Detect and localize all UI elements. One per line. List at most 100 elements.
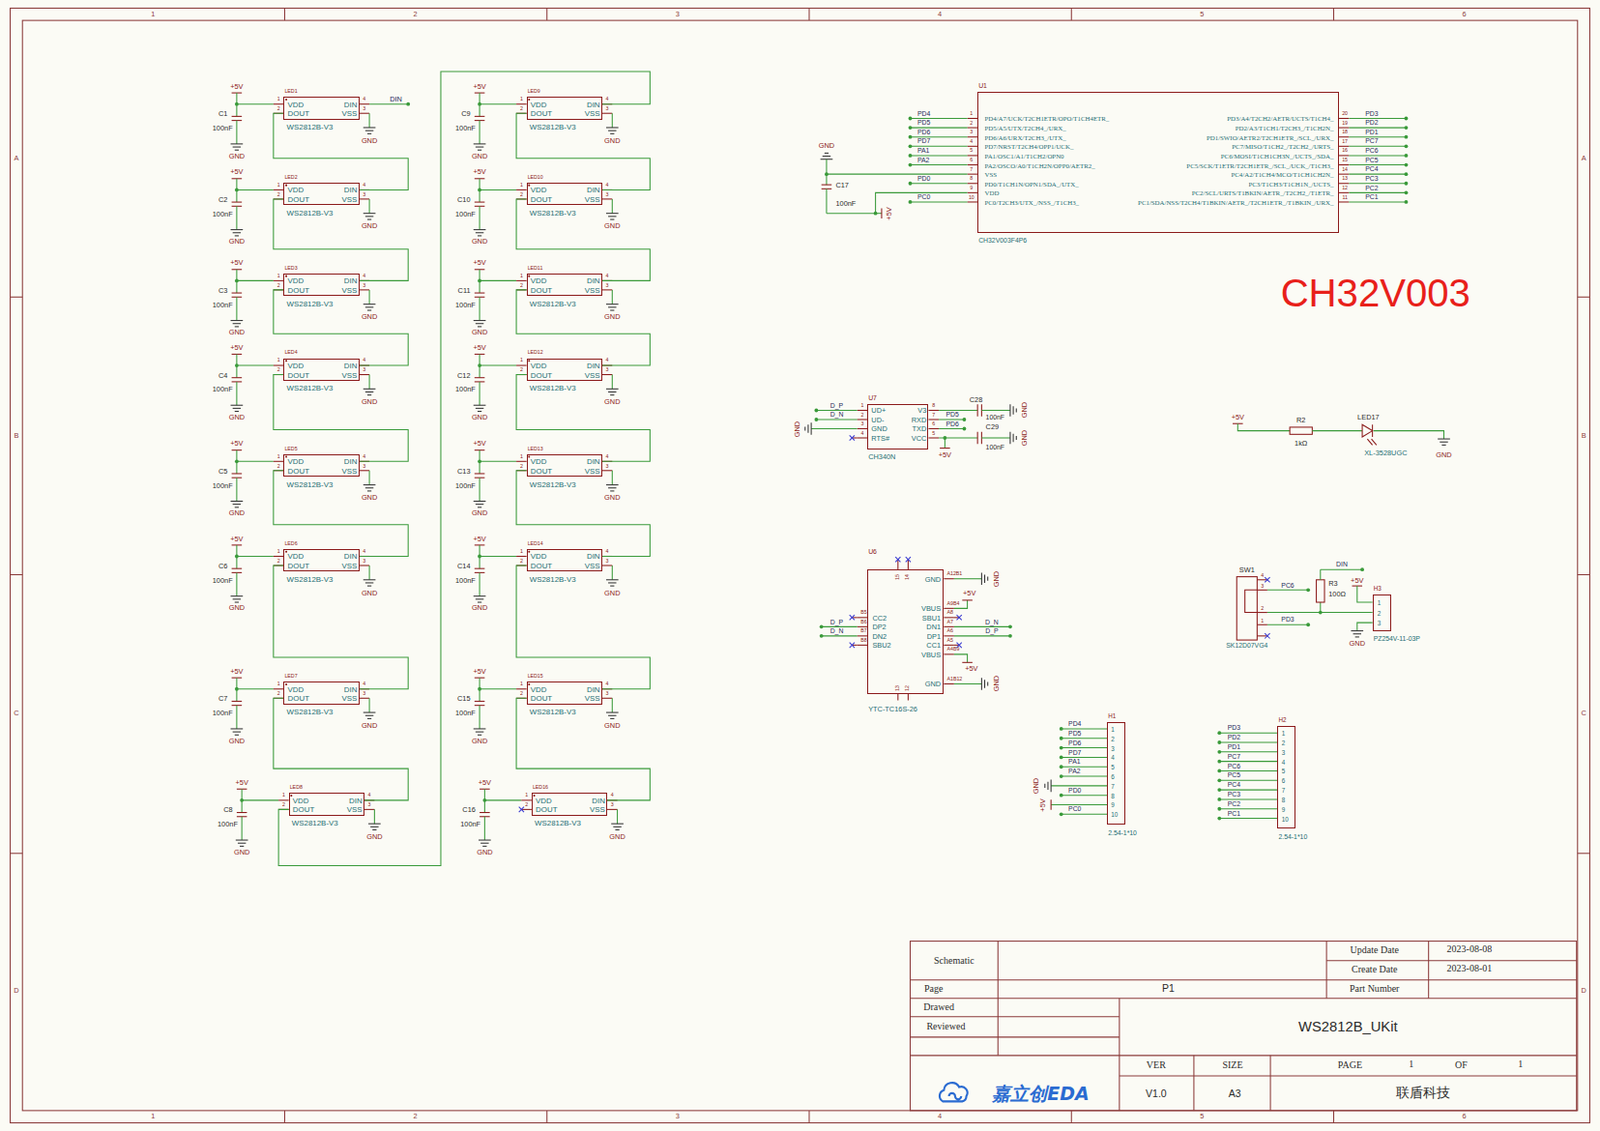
capacitor-symbol (474, 472, 486, 474)
junction-dot (1404, 172, 1409, 176)
pin-number: 9 (1281, 807, 1286, 814)
wire (236, 555, 274, 557)
ground-label: GND (609, 833, 625, 841)
ground-symbol (365, 215, 374, 217)
pin-number: 2 (277, 192, 281, 198)
pin-name: VSS (584, 467, 601, 476)
value-label: 100nF (455, 386, 476, 394)
pin-name: SBU2 (872, 642, 891, 650)
pin-number: 3 (1377, 620, 1382, 627)
value-label: 100nF (455, 301, 476, 309)
wire (479, 103, 517, 105)
junction-dot (1360, 567, 1365, 572)
pin-stub (943, 578, 955, 580)
grid-ref: 6 (1462, 1113, 1467, 1121)
pin-name: DOUT (530, 372, 553, 380)
grid-ref: A (1581, 154, 1587, 162)
title-cell: Update Date (1350, 945, 1399, 956)
net-label: PD3 (1227, 725, 1241, 732)
ground-label: GND (993, 571, 1001, 587)
no-connect-mark (957, 614, 962, 620)
pin1-marker (527, 98, 530, 101)
capacitor-symbol (474, 377, 486, 379)
junction-dot (1404, 181, 1409, 186)
pin-name: DIN (344, 101, 358, 110)
pin-number: 4 (606, 454, 610, 460)
pin-name: VSS (342, 562, 358, 571)
grid-ref: D (13, 988, 19, 995)
net-label: PC5 (1227, 772, 1241, 780)
net-label: PC1 (1365, 194, 1378, 202)
net-label: PC5 (1365, 156, 1378, 164)
pin-stub (602, 198, 613, 200)
pin-number: 1 (277, 549, 281, 554)
pin-number: 8 (1281, 797, 1286, 804)
ground-symbol (365, 715, 374, 717)
junction-dot (1008, 634, 1013, 639)
ground-symbol (608, 306, 616, 308)
pin-name: DOUT (288, 467, 310, 476)
pin-name: DIN (586, 277, 601, 286)
pin-stub (364, 809, 376, 811)
pin-stub (278, 799, 290, 801)
pin-name: DOUT (530, 196, 553, 204)
pin-stub (1256, 579, 1268, 581)
power-label: +5V (1039, 798, 1047, 812)
pin-name: VSS (984, 172, 997, 179)
ground-symbol (1439, 441, 1448, 443)
power-label: +5V (962, 589, 976, 597)
wire (944, 437, 946, 449)
no-connect-mark (1264, 633, 1270, 639)
net-label: PA1 (917, 147, 930, 155)
power-symbol (961, 599, 973, 601)
wire (1219, 760, 1278, 762)
no-connect-mark (849, 435, 855, 440)
designator: C4 (218, 372, 228, 379)
ground-label: GND (604, 722, 620, 729)
pin-stub (1256, 624, 1268, 626)
pin-number: 2 (520, 558, 524, 564)
grid-ref: C (1580, 709, 1586, 717)
capacitor-symbol (232, 568, 243, 570)
led-chip: LED1VDDDOUTDINVSSWS2812B-V3 (283, 96, 359, 119)
pin-stub (516, 555, 527, 557)
part-number: WS2812B-V3 (287, 576, 334, 584)
pin-number: A6 (946, 629, 953, 635)
net-label: PC6 (1280, 581, 1294, 589)
pin-number: 6 (931, 421, 935, 427)
power-label: +5V (230, 344, 243, 351)
wire (369, 470, 371, 486)
designator: C13 (457, 467, 471, 475)
pin-number: 3 (362, 192, 366, 198)
pin-name: VSS (342, 287, 358, 295)
designator: LED4 (284, 350, 297, 356)
pin-number: 4 (606, 273, 610, 279)
ground-symbol (475, 232, 484, 233)
wire (981, 436, 1011, 438)
no-connect-mark (849, 435, 855, 440)
pin-name: VSS (584, 372, 601, 380)
wire (236, 280, 274, 282)
designator: LED16 (532, 785, 549, 791)
junction-dot (1404, 200, 1409, 204)
designator: LED8 (290, 785, 303, 791)
wire-connector (273, 698, 408, 801)
net-label: PC3 (1227, 791, 1241, 799)
junction-dot (1059, 736, 1064, 741)
title-grid (1119, 1075, 1577, 1077)
pin-name: DN2 (872, 633, 887, 640)
pin-number: 4 (606, 182, 610, 188)
pin-stub (1338, 127, 1350, 129)
pin-stub (516, 103, 527, 105)
led-chip: LED16VDDDOUTDINVSSWS2812B-V3 (531, 792, 608, 815)
pin1-marker (527, 275, 530, 278)
frame-tick (1333, 7, 1335, 21)
capacitor-symbol (474, 292, 486, 294)
wire (369, 565, 371, 581)
ground-symbol (610, 219, 614, 221)
capacitor-symbol (479, 812, 491, 814)
pin-name: DN1 (926, 624, 941, 632)
value-label: 100nF (212, 210, 233, 218)
pin-number: 2 (520, 464, 524, 469)
wire-connector (516, 698, 650, 801)
